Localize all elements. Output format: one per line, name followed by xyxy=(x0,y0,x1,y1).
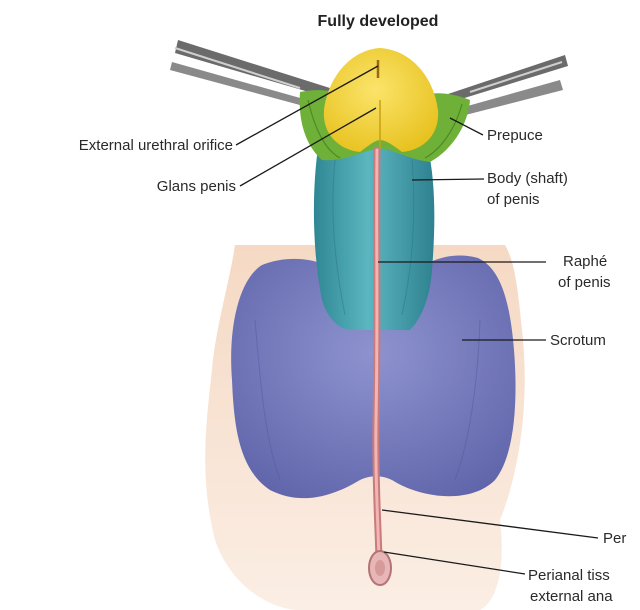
label-external-urethral-orifice: External urethral orifice xyxy=(79,137,233,154)
diagram-title: Fully developed xyxy=(318,13,439,30)
label-perianal-line2: external ana xyxy=(530,588,613,605)
glans-penis xyxy=(324,48,438,152)
label-raphe-line1: Raphé xyxy=(563,253,607,270)
anus xyxy=(369,551,391,585)
label-glans-penis: Glans penis xyxy=(157,178,236,195)
label-perineal: Per xyxy=(603,530,626,547)
label-prepuce: Prepuce xyxy=(487,127,543,144)
label-body-line1: Body (shaft) xyxy=(487,170,568,187)
label-raphe-line2: of penis xyxy=(558,274,611,291)
label-scrotum: Scrotum xyxy=(550,332,606,349)
label-body-line2: of penis xyxy=(487,191,540,208)
label-perianal-line1: Perianal tiss xyxy=(528,567,610,584)
